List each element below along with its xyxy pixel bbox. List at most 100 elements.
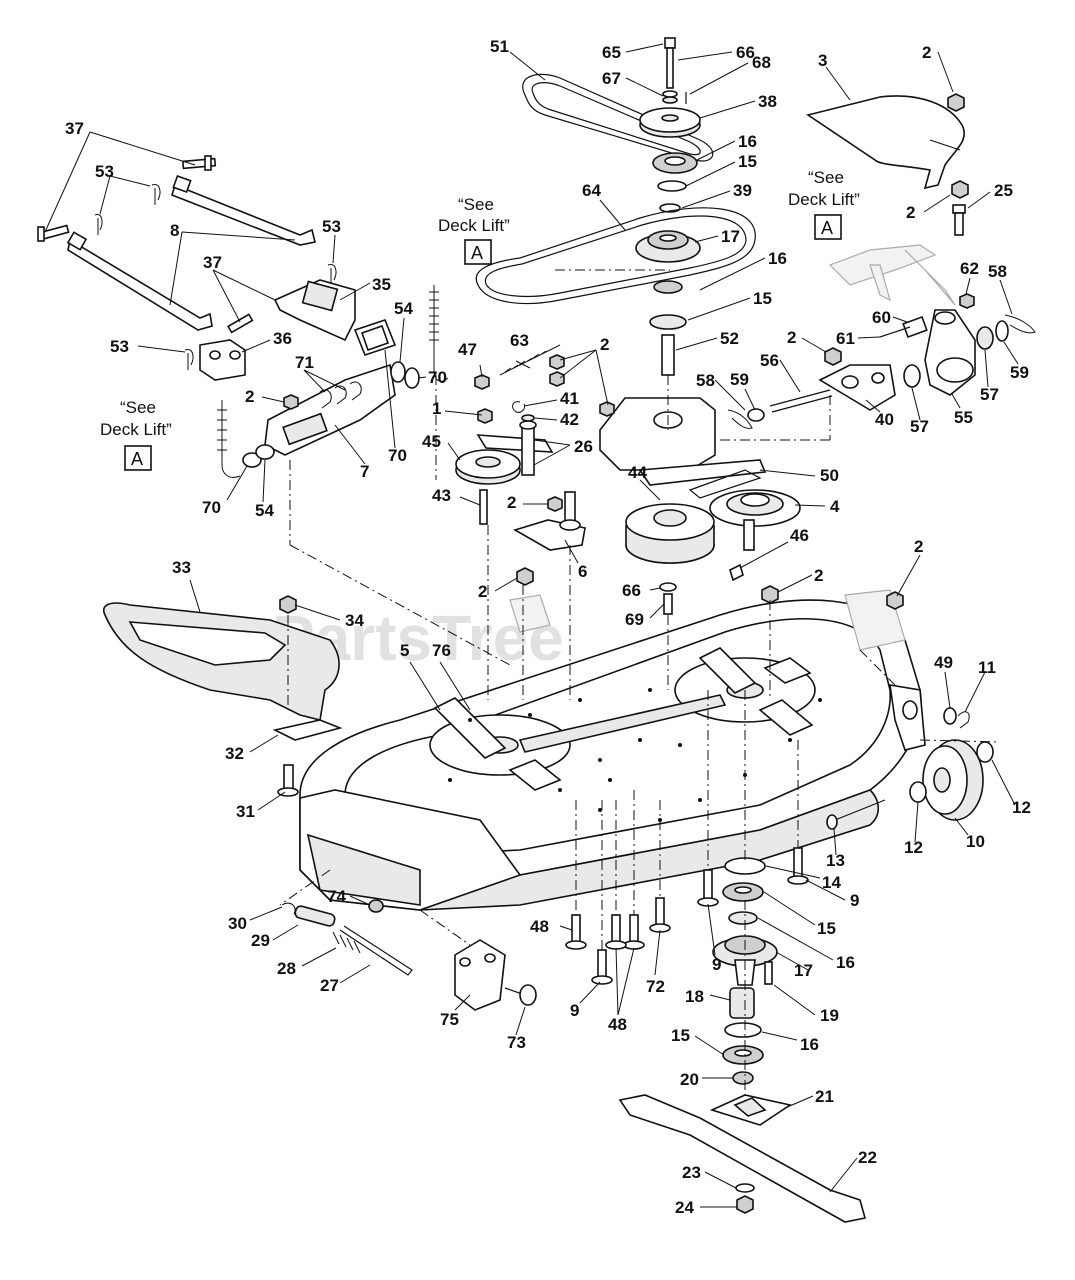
callout: 48	[530, 917, 549, 936]
callout: 15	[738, 152, 757, 171]
callout: 2	[814, 566, 823, 585]
callout: 13	[826, 851, 845, 870]
callout: 70	[388, 446, 407, 465]
nut-2-right	[951, 180, 969, 199]
blade-adapter-21	[709, 1094, 793, 1126]
callout: 22	[858, 1148, 877, 1167]
deck-lift-note-left: “See Deck Lift” A	[100, 398, 172, 471]
callout: 2	[906, 203, 915, 222]
nut-24	[736, 1195, 754, 1214]
callout: 36	[273, 329, 292, 348]
callout: 16	[738, 132, 757, 151]
spring-28	[332, 931, 361, 954]
callout: 54	[255, 501, 274, 520]
pulley-44	[625, 503, 715, 564]
callout: 34	[345, 611, 364, 630]
callout: 69	[625, 610, 644, 629]
pin-37-left	[37, 224, 70, 242]
callout: 37	[65, 119, 84, 138]
callouts: 51 65 66 67 68 38 16 15 39 64 17 16 15 5…	[65, 37, 1031, 1217]
lift-link-upper-8	[171, 174, 316, 246]
callout: 16	[836, 953, 855, 972]
callout: 38	[758, 92, 777, 111]
drive-belt-upper	[522, 73, 714, 162]
washer-70-upper	[404, 367, 420, 389]
nut-2-mid-right	[824, 347, 842, 366]
pivot-bracket-40	[818, 364, 896, 411]
idler-bracket-6	[512, 491, 586, 551]
callout: 65	[602, 43, 621, 62]
lift-bracket-35	[273, 279, 356, 342]
callout: 41	[560, 389, 579, 408]
callout: 33	[172, 558, 191, 577]
callout: 42	[560, 410, 579, 429]
callout: 39	[733, 181, 752, 200]
lift-link-lower-8	[66, 231, 213, 331]
clip-53-c	[327, 263, 337, 285]
callout: 18	[685, 987, 704, 1006]
bolt-72	[649, 897, 671, 933]
deck-lift-note-line1: “See	[808, 168, 844, 187]
spindle-housing-17-top	[635, 230, 701, 263]
callout: 9	[712, 955, 721, 974]
washer-54-lower	[255, 444, 275, 460]
callout: 52	[720, 329, 739, 348]
callout: 6	[578, 562, 587, 581]
bolt-69	[663, 593, 673, 615]
bolt-9-right	[787, 847, 809, 885]
pin-37-mid	[227, 313, 254, 334]
washer-66-lower	[659, 582, 677, 592]
bolt-48-c	[605, 914, 627, 950]
callout: 8	[170, 221, 179, 240]
bolt-65	[664, 37, 676, 89]
washer-70-lower	[242, 452, 262, 468]
callout: 50	[820, 466, 839, 485]
callout: 29	[251, 931, 270, 950]
clip-53-d	[184, 348, 194, 370]
bearing-16-mid	[653, 280, 683, 294]
bushing-12-right	[976, 741, 994, 763]
washer-54-upper	[390, 361, 406, 383]
wheel-bracket	[889, 684, 926, 751]
spacer-15-top	[657, 180, 687, 192]
nut-2-left	[283, 394, 299, 410]
callout: 57	[910, 417, 929, 436]
bolt-31	[277, 764, 299, 797]
shaft-26	[519, 420, 537, 476]
callout: 45	[422, 432, 441, 451]
bolt-43	[479, 489, 488, 525]
bushing-57-right	[976, 326, 994, 350]
callout: 12	[904, 838, 923, 857]
callout: 32	[225, 744, 244, 763]
deck-lift-note-right: “See Deck Lift” A	[788, 168, 860, 240]
bracket-32	[272, 719, 343, 741]
callout: 66	[622, 581, 641, 600]
callout: 47	[458, 340, 477, 359]
callout: 76	[432, 641, 451, 660]
callout: 43	[432, 486, 451, 505]
callout: 64	[582, 181, 601, 200]
callout: 74	[327, 887, 346, 906]
clip-58-mid	[727, 409, 753, 429]
spacer-18	[729, 987, 755, 1019]
callout: 66	[736, 43, 755, 62]
callout: 9	[570, 1001, 579, 1020]
bearing-16-bottom	[724, 1022, 762, 1038]
callout: 59	[730, 370, 749, 389]
callout: 17	[721, 227, 740, 246]
bushing-12-left	[909, 781, 927, 803]
nut-2-deck-right	[761, 585, 779, 604]
callout: 62	[960, 259, 979, 278]
callout: 72	[646, 977, 665, 996]
clip-30	[281, 902, 296, 915]
washer-59-right	[995, 320, 1009, 342]
clip-71-a	[319, 389, 332, 409]
clip-53-a	[151, 183, 161, 205]
callout: 55	[954, 408, 973, 427]
callout: 2	[507, 493, 516, 512]
deck-lift-note-top: “See Deck Lift” A	[438, 195, 510, 265]
callout: 68	[752, 53, 771, 72]
washer-59-mid	[747, 408, 765, 422]
pin-37-top	[181, 155, 217, 171]
